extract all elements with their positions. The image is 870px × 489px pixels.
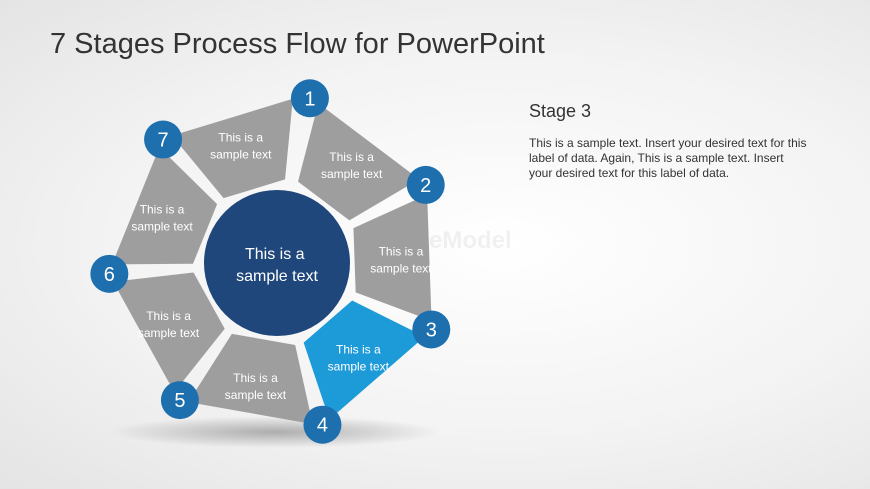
stage-badge-number: 6 bbox=[104, 264, 115, 286]
stage-label-5: This is a sample text bbox=[138, 309, 200, 340]
stage-badge-2[interactable]: 2 bbox=[406, 165, 445, 204]
stage-badge-number: 3 bbox=[426, 319, 437, 341]
stage-badge-circle bbox=[144, 120, 183, 159]
stage-segment-6[interactable] bbox=[112, 147, 218, 265]
stage-badge-1[interactable]: 1 bbox=[290, 79, 329, 118]
stage-badge-circle bbox=[303, 405, 342, 444]
stage-badge-6[interactable]: 6 bbox=[90, 254, 129, 293]
stage-label-line: This is a bbox=[140, 203, 185, 217]
center-text: This is a sample text bbox=[236, 246, 318, 285]
stage-label-line: This is a bbox=[379, 245, 424, 259]
stage-badge-3[interactable]: 3 bbox=[412, 310, 451, 349]
stage-badge-number: 7 bbox=[158, 130, 169, 152]
stage-label-line: sample text bbox=[370, 262, 432, 276]
stage-badge-circle bbox=[90, 254, 129, 293]
stage-badge-circle bbox=[290, 79, 329, 118]
stage-segment-3[interactable] bbox=[303, 300, 425, 420]
stage-label-line: This is a bbox=[218, 130, 263, 144]
stage-label-line: sample text bbox=[225, 388, 287, 402]
stage-label-line: This is a bbox=[146, 309, 191, 323]
slide-title: 7 Stages Process Flow for PowerPoint bbox=[50, 28, 545, 60]
stage-segment-4[interactable] bbox=[188, 333, 313, 425]
center-text-line: sample text bbox=[236, 268, 318, 285]
stage-badge-number: 5 bbox=[174, 390, 185, 412]
stage-badge-5[interactable]: 5 bbox=[160, 381, 199, 420]
stage-label-4: This is a sample text bbox=[225, 371, 287, 402]
stage-label-line: This is a bbox=[233, 371, 278, 385]
stage-segment-1[interactable] bbox=[298, 103, 420, 221]
stage-badge-circle bbox=[412, 310, 451, 349]
stage-label-line: sample text bbox=[321, 167, 383, 181]
wheel-shadow bbox=[110, 416, 440, 448]
stage-badge-number: 4 bbox=[317, 415, 328, 437]
stage-label-1: This is a sample text bbox=[321, 150, 383, 181]
center-circle bbox=[204, 190, 350, 336]
stage-badge-7[interactable]: 7 bbox=[144, 120, 183, 159]
stage-label-line: sample text bbox=[328, 360, 390, 374]
stage-detail-body: This is a sample text. Insert your desir… bbox=[529, 136, 807, 180]
stage-label-7: This is a sample text bbox=[210, 130, 272, 161]
stage-label-line: This is a bbox=[329, 150, 374, 164]
stage-badge-4[interactable]: 4 bbox=[303, 405, 342, 444]
stage-segment-5[interactable] bbox=[113, 272, 225, 393]
stage-segment-7[interactable] bbox=[172, 98, 293, 199]
stage-label-line: sample text bbox=[131, 220, 193, 234]
stage-segment-2[interactable] bbox=[353, 194, 432, 321]
stage-label-line: sample text bbox=[210, 147, 272, 161]
stage-label-line: This is a bbox=[336, 343, 381, 357]
stage-label-6: This is a sample text bbox=[131, 203, 193, 234]
stage-label-line: sample text bbox=[138, 326, 200, 340]
stage-badge-number: 2 bbox=[420, 175, 431, 197]
stage-badge-circle bbox=[160, 381, 199, 420]
stage-detail-heading: Stage 3 bbox=[529, 101, 592, 121]
stage-badge-circle bbox=[406, 165, 445, 204]
center-text-line: This is a bbox=[245, 246, 305, 263]
stage-label-2: This is a sample text bbox=[370, 245, 432, 276]
stage-badge-number: 1 bbox=[304, 88, 315, 110]
stage-label-3: This is a sample text bbox=[328, 343, 390, 374]
